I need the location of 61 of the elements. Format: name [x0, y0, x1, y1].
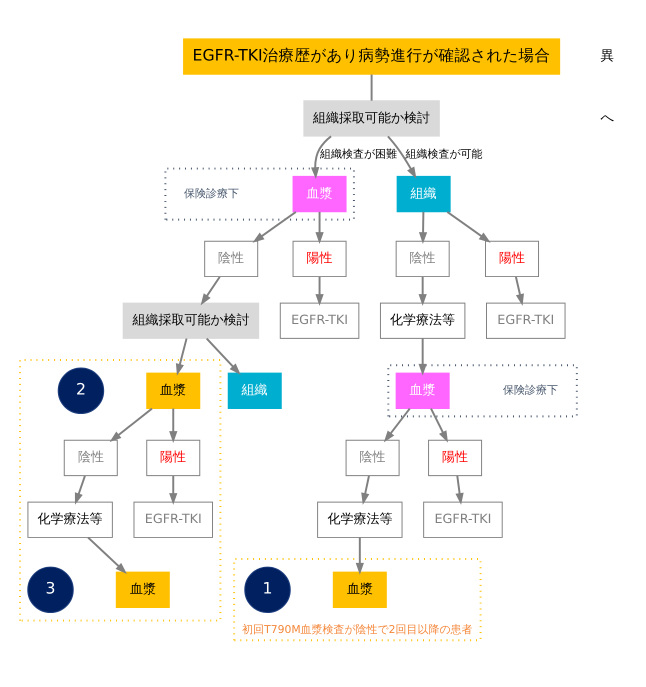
arrow: [418, 212, 428, 244]
node-box: 血漿: [116, 572, 170, 608]
arrow: [315, 212, 324, 244]
arrow: [384, 408, 411, 442]
node-box: 陰性: [64, 440, 118, 476]
arrow: [310, 136, 332, 180]
node-box: 血漿: [332, 572, 387, 608]
arrow: [169, 408, 178, 443]
arrow: [455, 476, 464, 505]
node-box: 陽性: [146, 440, 200, 476]
edge-label: 組織検査が困難: [320, 148, 397, 161]
node-box: EGFR-TKI: [486, 302, 566, 339]
arrow: [446, 211, 491, 243]
arrow: [74, 476, 86, 505]
cluster: [19, 359, 222, 622]
node-label: 保険診療下: [184, 186, 240, 200]
node-box: 陰性: [346, 440, 400, 476]
node-box: 陽性: [292, 240, 347, 278]
arrow: [387, 136, 416, 179]
arrow: [514, 276, 524, 306]
node-box: 組織採取可能か検討: [303, 100, 440, 137]
node-box: 化学療法等: [27, 502, 113, 538]
node-box: 血漿: [292, 176, 347, 212]
arrow: [87, 536, 127, 574]
node-box: EGFR-TKI治療歴があり病勢進行が確認された場合: [183, 38, 560, 75]
arrow: [315, 276, 324, 306]
arrow: [252, 211, 296, 243]
node-box: 陽性: [485, 240, 540, 278]
node-box: 陽性: [428, 440, 482, 476]
arrow: [418, 338, 427, 376]
node-circle: 3: [27, 566, 74, 614]
node-box: 陰性: [204, 240, 258, 278]
node-box: EGFR-TKI: [423, 502, 503, 538]
edge-label: 組織検査が可能: [405, 148, 482, 161]
node-box: 組織: [396, 176, 451, 212]
node-circle: 1: [244, 566, 291, 614]
arrow: [430, 408, 448, 443]
node-box: EGFR-TKI: [133, 502, 214, 538]
node-box: 化学療法等: [317, 502, 403, 538]
node-box: 組織: [228, 372, 282, 409]
arrow: [361, 476, 370, 505]
arrow: [110, 408, 153, 442]
arrow: [206, 338, 241, 375]
arrow: [418, 276, 427, 306]
node-label: 保険診療下: [503, 384, 558, 397]
label: へ: [600, 110, 614, 126]
arrow: [200, 276, 221, 306]
connector: [370, 74, 373, 101]
node-box: EGFR-TKI: [280, 302, 360, 339]
node-label: 初回T790M血漿検査が陰性で2回目以降の患者: [242, 623, 473, 636]
arrow: [169, 476, 178, 505]
node-box: 組織採取可能か検討: [122, 302, 260, 339]
node-box: 血漿: [146, 372, 200, 409]
arrow: [176, 338, 188, 376]
node-box: 陰性: [396, 240, 450, 278]
node-circle: 2: [58, 368, 104, 414]
node-box: 血漿: [396, 372, 450, 409]
arrow: [356, 538, 364, 575]
node-box: 化学療法等: [380, 302, 466, 339]
label: 異: [600, 48, 614, 64]
cluster: [233, 558, 482, 642]
